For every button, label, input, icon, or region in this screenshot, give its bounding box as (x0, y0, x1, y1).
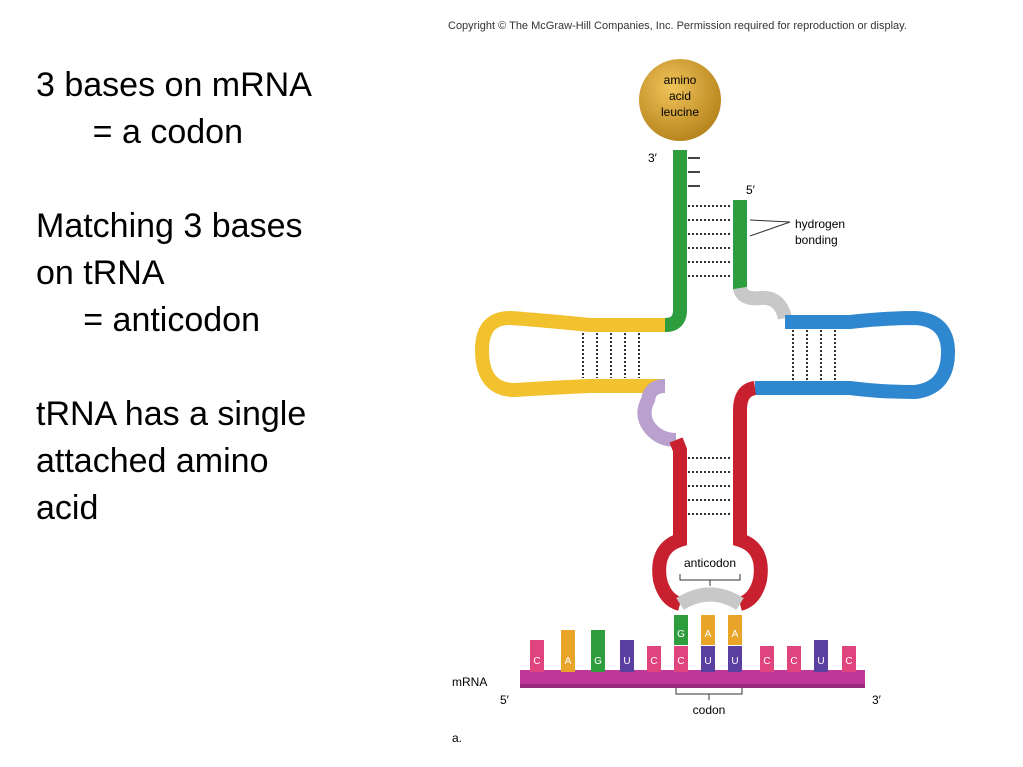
anticodon-label: anticodon (684, 556, 736, 570)
mrna-label: mRNA (452, 675, 487, 689)
mrna-base-10-label: C (790, 656, 797, 667)
mrna-bases: C A G U C C U U C C U C (530, 630, 856, 672)
mrna-base-7 (701, 646, 715, 672)
slide-text-line-6: = anticodon (36, 301, 260, 339)
acceptor-stem-3prime-strand (664, 150, 687, 332)
anticodon-base-1 (674, 615, 688, 645)
connector-gray (733, 286, 792, 320)
amino-acid-label-2: acid (669, 89, 691, 103)
slide-text-line-9: attached amino (36, 442, 269, 480)
mrna-base-2 (561, 630, 575, 672)
anticodon-base-2-label: A (705, 629, 712, 640)
mrna-base-5 (647, 646, 661, 672)
mrna-five-prime-label: 5′ (500, 693, 510, 707)
mrna-base-8-label: U (731, 656, 738, 667)
mrna-base-9-label: C (763, 656, 770, 667)
amino-acid-label-1: amino (664, 73, 697, 87)
variable-loop (637, 379, 677, 447)
slide-text-line-2: = a codon (36, 113, 243, 151)
slide-text-line-4: Matching 3 bases (36, 207, 303, 245)
hbond-pointer-1 (749, 219, 791, 223)
anticodon-base-3 (728, 615, 742, 645)
mrna-three-prime-label: 3′ (872, 693, 882, 707)
mrna-base-5-label: C (650, 656, 657, 667)
codon-bracket (675, 688, 743, 700)
mrna-base-2-label: A (565, 656, 572, 667)
mrna-base-3 (591, 630, 605, 672)
d-arm-loop (474, 310, 665, 398)
t-arm-loop (755, 310, 956, 400)
mrna-base-12-label: C (845, 656, 852, 667)
three-prime-label: 3′ (648, 151, 658, 165)
mrna-base-7-label: U (704, 656, 711, 667)
slide-text-line-5: on tRNA (36, 254, 165, 292)
acceptor-hydrogen-bonds (688, 205, 732, 277)
mrna-base-1 (530, 640, 544, 672)
anticodon-arm-left (652, 437, 687, 611)
mrna-base-10 (787, 646, 801, 672)
mrna-base-11-label: U (817, 656, 824, 667)
slide-text: 3 bases on mRNA = a codon Matching 3 bas… (36, 62, 436, 532)
t-arm-hydrogen-bonds (792, 330, 836, 380)
panel-label: a. (452, 731, 462, 745)
amino-acid-label-3: leucine (661, 105, 699, 119)
acceptor-unpaired-ticks (688, 157, 700, 187)
mrna-base-1-label: C (533, 656, 540, 667)
mrna-base-4 (620, 640, 634, 672)
anticodon-bracket (679, 574, 741, 586)
slide-text-line-1: 3 bases on mRNA (36, 66, 312, 104)
hbond-pointer-2 (749, 221, 791, 237)
codon-label: codon (693, 703, 726, 717)
anticodon-bases: G A A (674, 615, 742, 645)
anticodon-loop (676, 587, 744, 611)
mrna-base-11 (814, 640, 828, 672)
anticodon-base-1-label: G (677, 629, 685, 640)
slide-text-line-10: acid (36, 489, 99, 527)
mrna-base-12 (842, 646, 856, 672)
anticodon-base-2 (701, 615, 715, 645)
mrna-base-4-label: U (623, 656, 630, 667)
slide-text-line-8: tRNA has a single (36, 395, 307, 433)
amino-acid-sphere (639, 59, 721, 141)
mrna-strand (520, 670, 865, 686)
d-arm-hydrogen-bonds (582, 333, 640, 378)
five-prime-label: 5′ (746, 183, 756, 197)
mrna-base-3-label: G (594, 656, 602, 667)
anticodon-base-3-label: A (732, 629, 739, 640)
hydrogen-bonding-label-2: bonding (795, 233, 838, 247)
mrna-base-6-label: C (677, 656, 684, 667)
mrna-base-9 (760, 646, 774, 672)
mrna-strand-shadow (520, 684, 865, 688)
hydrogen-bonding-label-1: hydrogen (795, 217, 845, 231)
copyright-notice: Copyright © The McGraw-Hill Companies, I… (448, 20, 907, 32)
anticodon-arm-right (733, 381, 768, 611)
mrna-base-6 (674, 646, 688, 672)
anticodon-stem-hydrogen-bonds (688, 457, 732, 515)
mrna-base-8 (728, 646, 742, 672)
